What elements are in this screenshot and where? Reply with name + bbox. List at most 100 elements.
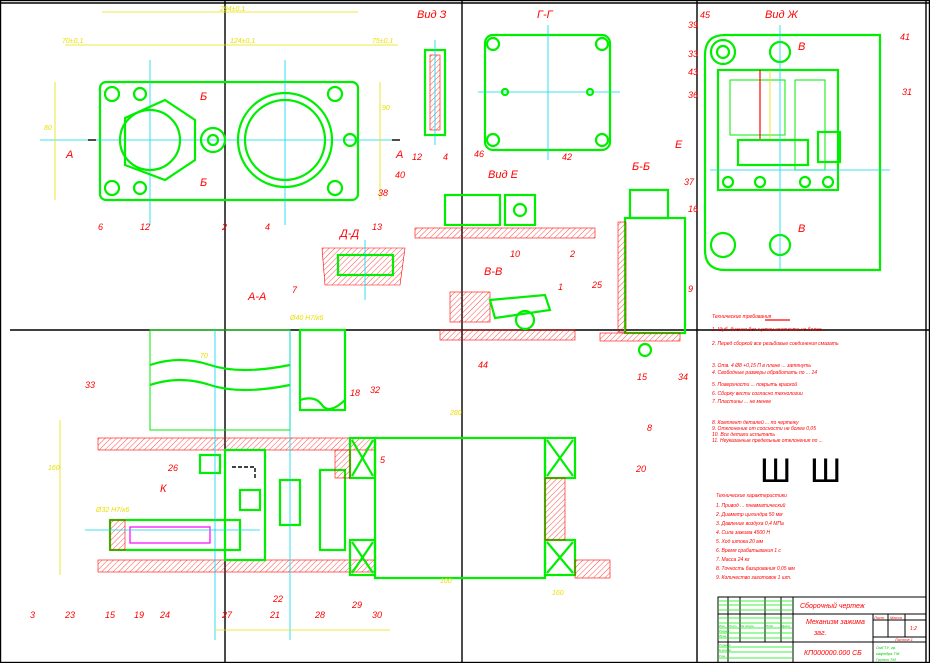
callout: 15	[105, 610, 116, 620]
callout: 40	[395, 170, 405, 180]
callout: 4	[265, 222, 270, 232]
note-item: 9. Отклонение от соосности не более 0,05	[712, 426, 816, 432]
mark-e: Е	[675, 139, 683, 151]
callout: 18	[350, 388, 360, 398]
note-item: 2. Перед сборкой все резьбовые соединени…	[711, 340, 839, 347]
mark-k: К	[160, 483, 167, 495]
tb-cell: Т.контр.	[719, 643, 731, 647]
tech-item: 2. Диаметр цилиндра 50 мм	[715, 512, 783, 518]
view-e	[414, 193, 596, 239]
notes-title: Технические требования	[712, 314, 772, 320]
section-gg	[478, 25, 620, 160]
plan-view	[40, 11, 400, 225]
dimension: 160	[552, 590, 564, 597]
roughness-symbol-2: Ш	[810, 452, 841, 490]
tb-cell: Подп.	[766, 624, 774, 628]
technical-requirements: Технические требования 1. Шуб. биения бе…	[711, 314, 841, 581]
callouts: 6 12 2 4 38 40 13 7 42 46 12 4 10 2 1 44…	[30, 10, 912, 620]
tech-item: 5. Ход штока 20 мм	[716, 539, 764, 545]
note-item: 10. Все детали испытать	[712, 432, 775, 438]
callout: 42	[562, 152, 572, 162]
view-zh	[703, 25, 890, 272]
callout: 38	[378, 188, 388, 198]
tb-cell: Разраб.	[719, 629, 730, 633]
note-item: 3. Отв. 4 Ø8 +0,15 П в плане ... затянут…	[712, 363, 811, 369]
document-type: Сборочный чертеж	[800, 602, 866, 610]
label-view-e: Вид Е	[488, 169, 519, 181]
note-item: 4. Свободные размеры обработать по ... 1…	[712, 370, 817, 376]
dimension: 100	[440, 578, 452, 585]
callout: 26	[167, 463, 178, 473]
callout: 16	[688, 204, 698, 214]
callout: 12	[140, 222, 150, 232]
dimensions: 294±0,1 124±0,1 70±0,1 75±0,1 80 90 160 …	[44, 6, 564, 597]
dimension: 90	[382, 105, 390, 112]
callout: 20	[635, 464, 646, 474]
callout: 6	[98, 222, 103, 232]
callout: 28	[314, 610, 325, 620]
tech-item: 7. Масса 24 кг	[716, 557, 750, 563]
tb-cell: Изм.	[719, 624, 726, 628]
callout: 19	[134, 610, 144, 620]
callout: 12	[412, 152, 422, 162]
label-view-zh: Вид Ж	[765, 9, 799, 21]
callout: 31	[902, 87, 912, 97]
callout: 45	[700, 10, 711, 20]
tech-item: 6. Время срабатывания 1 с	[716, 548, 781, 554]
callout: 1	[558, 282, 563, 292]
tb-cell: Лист	[728, 624, 737, 628]
view-z	[423, 40, 447, 145]
mark-a-right: А	[395, 149, 403, 161]
dimension: 70±0,1	[62, 38, 83, 45]
section-aa	[59, 328, 611, 640]
callout: 36	[688, 90, 698, 100]
callout: 4	[443, 152, 448, 162]
view-labels: Вид З Г-Г Вид Ж Вид Е В-В Б-Б Д-Д А-А А …	[65, 9, 805, 495]
callout: 41	[900, 32, 910, 42]
note-item: 5. Поверхности ... покрыть краской	[712, 381, 797, 388]
section-vv	[439, 291, 576, 341]
title-block: Сборочный чертеж Механизм зажима заг. КП…	[717, 596, 927, 663]
callout: 46	[474, 149, 484, 159]
drawing-name: Механизм зажима	[806, 619, 865, 626]
scale: 1:2	[910, 626, 917, 632]
callout: 8	[647, 423, 652, 433]
mark-a: А	[65, 149, 73, 161]
tech-item: 3. Давление воздуха 0,4 МПа	[716, 521, 784, 527]
roughness-symbol: Ш	[760, 452, 791, 490]
callout: 33	[688, 49, 698, 59]
mass-label: Масса	[890, 615, 903, 620]
sheet-label: Лист	[873, 615, 885, 620]
callout: 2	[221, 222, 227, 232]
callout: 22	[272, 594, 283, 604]
dimension: 294±0,1	[219, 6, 245, 13]
tech-item: 4. Сила зажима 4500 Н	[716, 530, 770, 536]
dimension: 75±0,1	[372, 38, 393, 45]
callout: 21	[269, 610, 280, 620]
callout: 32	[370, 385, 380, 395]
section-dd	[321, 240, 406, 300]
sheets-count: Листов 1	[894, 637, 913, 642]
tech-item: 1. Привод ... пневматический	[716, 502, 786, 509]
callout: 2	[569, 249, 575, 259]
tb-cell: № докум.	[741, 624, 754, 628]
callout: 25	[591, 280, 603, 290]
label-section-aa: А-А	[247, 291, 266, 303]
callout: 43	[688, 67, 698, 77]
callout: 3	[30, 610, 35, 620]
organization: ОмГТУ, гр.	[876, 645, 896, 650]
tb-cell: Дата	[781, 624, 790, 628]
callout: 27	[221, 610, 233, 620]
mark-b: Б	[200, 91, 207, 103]
tech-title: Технические характеристики	[716, 493, 787, 499]
dimension: 70	[200, 353, 208, 360]
tb-cell: Утв.	[719, 654, 726, 658]
note-item: 11. Неуказанные предельные отклонения по…	[712, 438, 823, 444]
mark-v: В	[798, 41, 805, 53]
dimension: 80	[44, 125, 52, 132]
tech-item: 8. Точность базирования 0,05 мм	[716, 566, 795, 572]
dimension: 160	[48, 465, 60, 472]
tb-cell: Пров.	[719, 634, 727, 638]
note-item: 8. Комплект деталей ... по чертежу	[712, 419, 799, 426]
